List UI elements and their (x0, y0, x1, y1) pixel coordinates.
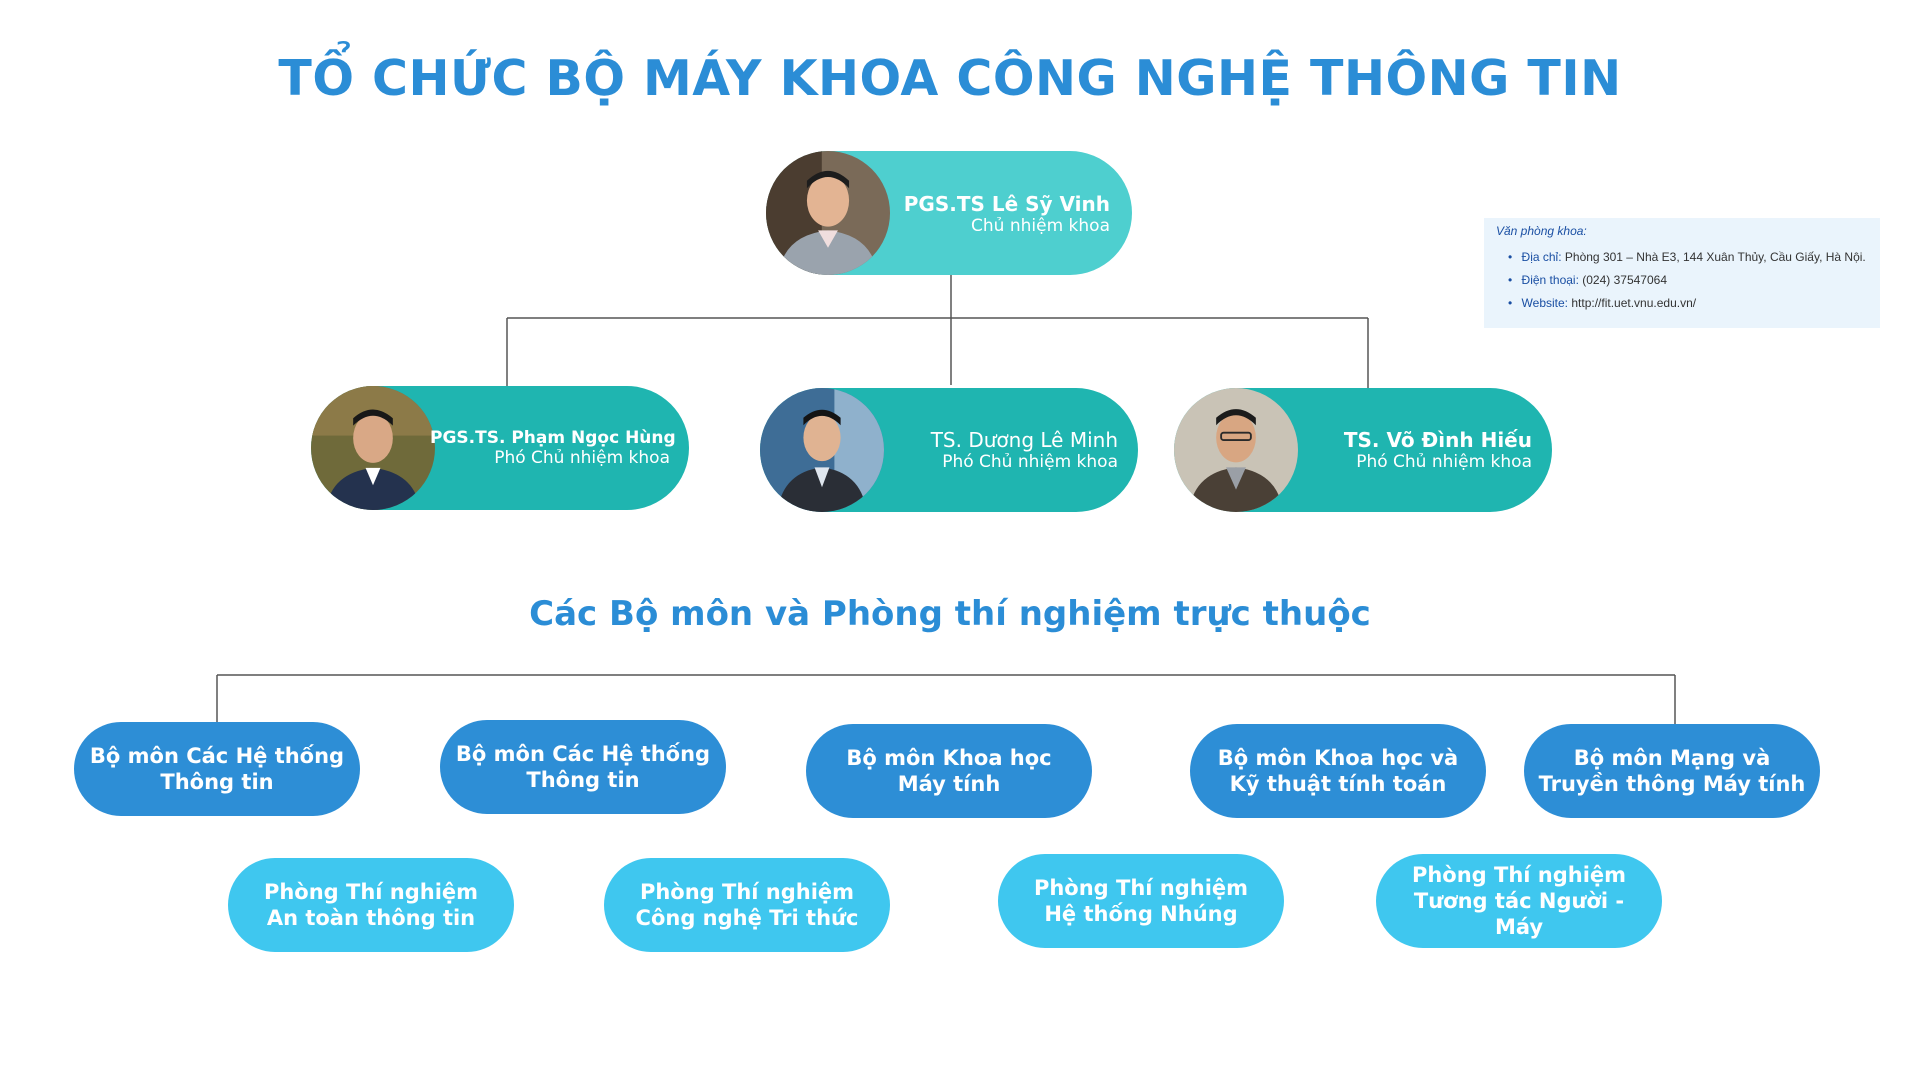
deputy-role-2: Phó Chủ nhiệm khoa (942, 452, 1118, 472)
department-box-5: Bộ môn Mạng và Truyền thông Máy tính (1524, 724, 1820, 818)
department-box-1: Bộ môn Các Hệ thống Thông tin (74, 722, 360, 816)
lab-3-line1: Phòng Thí nghiệm (1033, 876, 1249, 900)
office-address-label: Địa chỉ: (1521, 250, 1562, 264)
office-phone-value: (024) 37547064 (1582, 273, 1668, 287)
office-title: Văn phòng khoa: (1496, 224, 1587, 238)
deputy-text-3: TS. Võ Đình Hiếu Phó Chủ nhiệm khoa (1300, 428, 1532, 472)
lab-box-4: Phòng Thí nghiệm Tương tác Người - Máy (1376, 854, 1662, 948)
lab-2-line1: Phòng Thí nghiệm (639, 880, 855, 904)
department-4-line1: Bộ môn Khoa học và (1217, 746, 1459, 770)
deputy-text-1: PGS.TS. Phạm Ngọc Hùng Phó Chủ nhiệm kho… (430, 428, 676, 469)
office-info-box: Văn phòng khoa: Địa chỉ: Phòng 301 – Nhà… (1484, 218, 1880, 328)
lab-4-line1: Phòng Thí nghiệm (1411, 863, 1627, 887)
office-address: Địa chỉ: Phòng 301 – Nhà E3, 144 Xuân Th… (1508, 250, 1868, 264)
lab-1-line2: An toàn thông tin (266, 906, 476, 930)
department-box-3: Bộ môn Khoa học Máy tính (806, 724, 1092, 818)
lab-1-line1: Phòng Thí nghiệm (263, 880, 479, 904)
office-phone-label: Điện thoại: (1521, 273, 1579, 287)
office-address-value: Phòng 301 – Nhà E3, 144 Xuân Thủy, Cầu G… (1564, 250, 1866, 264)
page-title: TỔ CHỨC BỘ MÁY KHOA CÔNG NGHỆ THÔNG TIN (278, 50, 1622, 107)
head-role: Chủ nhiệm khoa (971, 216, 1110, 236)
person-photo-icon (766, 151, 890, 275)
person-photo-icon (760, 388, 884, 512)
person-photo-icon (1174, 388, 1298, 512)
head-name: PGS.TS Lê Sỹ Vinh (903, 192, 1110, 216)
office-website-label: Website: (1521, 296, 1569, 310)
department-2-line2: Thông tin (526, 768, 640, 792)
deputy-avatar-2 (760, 388, 884, 512)
department-4-line2: Kỹ thuật tính toán (1229, 772, 1447, 796)
head-text: PGS.TS Lê Sỹ Vinh Chủ nhiệm khoa (900, 192, 1110, 236)
office-website-link[interactable]: http://fit.uet.vnu.edu.vn/ (1571, 296, 1697, 310)
deputy-avatar-3 (1174, 388, 1298, 512)
deputy-role-1: Phó Chủ nhiệm khoa (494, 448, 670, 469)
department-3-line1: Bộ môn Khoa học (846, 746, 1052, 770)
department-1-line1: Bộ môn Các Hệ thống (89, 744, 345, 768)
department-5-line2: Truyền thông Máy tính (1538, 772, 1806, 796)
deputy-name-1: PGS.TS. Phạm Ngọc Hùng (430, 428, 676, 448)
office-website: Website: http://fit.uet.vnu.edu.vn/ (1508, 296, 1868, 310)
lab-3-line2: Hệ thống Nhúng (1044, 902, 1238, 926)
department-box-4: Bộ môn Khoa học và Kỹ thuật tính toán (1190, 724, 1486, 818)
department-1-line2: Thông tin (160, 770, 274, 794)
department-3-line2: Máy tính (897, 772, 1001, 796)
deputy-role-3: Phó Chủ nhiệm khoa (1356, 452, 1532, 472)
lab-box-3: Phòng Thí nghiệm Hệ thống Nhúng (998, 854, 1284, 948)
office-info-list: Địa chỉ: Phòng 301 – Nhà E3, 144 Xuân Th… (1496, 250, 1868, 310)
lab-4-line2: Tương tác Người - Máy (1413, 889, 1625, 939)
deputy-name-2: TS. Dương Lê Minh (930, 428, 1118, 452)
deputy-avatar-1 (311, 386, 435, 510)
section-subtitle: Các Bộ môn và Phòng thí nghiệm trực thuộ… (529, 594, 1371, 634)
department-box-2: Bộ môn Các Hệ thống Thông tin (440, 720, 726, 814)
office-phone: Điện thoại: (024) 37547064 (1508, 273, 1868, 287)
department-2-line1: Bộ môn Các Hệ thống (455, 742, 711, 766)
lab-box-2: Phòng Thí nghiệm Công nghệ Tri thức (604, 858, 890, 952)
deputy-name-3: TS. Võ Đình Hiếu (1343, 428, 1532, 452)
department-5-line1: Bộ môn Mạng và (1573, 746, 1771, 770)
lab-2-line2: Công nghệ Tri thức (635, 906, 859, 930)
deputy-text-2: TS. Dương Lê Minh Phó Chủ nhiệm khoa (880, 428, 1118, 472)
lab-box-1: Phòng Thí nghiệm An toàn thông tin (228, 858, 514, 952)
head-avatar (766, 151, 890, 275)
person-photo-icon (311, 386, 435, 510)
